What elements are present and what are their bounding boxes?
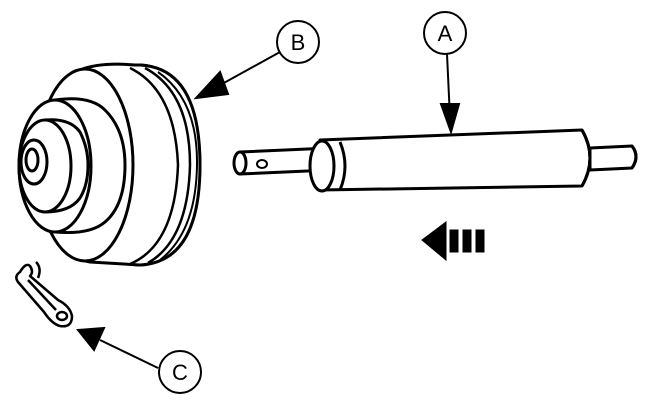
- shaft-main-body: [318, 128, 592, 192]
- callout-b-label: B: [291, 30, 306, 55]
- shaft-pin-hole: [256, 159, 268, 169]
- direction-arrow-icon: [421, 221, 485, 262]
- direction-arrow-bar-1: [449, 229, 459, 253]
- leader-arrowhead-a: [439, 103, 461, 136]
- callout-b-circle: [276, 20, 320, 64]
- shaft-assembly: [232, 128, 638, 193]
- shaft-small-end: [232, 150, 248, 176]
- cotter-pin-split: [27, 279, 57, 311]
- callout-c-label: C: [172, 360, 188, 385]
- leader-line-b: [221, 51, 281, 85]
- callout-a: A: [423, 11, 467, 55]
- pulley-bore-inner: [24, 147, 40, 173]
- cotter-pin-leg: [35, 261, 41, 279]
- leader-line-c: [99, 339, 159, 369]
- cotter-pin: [15, 261, 74, 328]
- pulley-groove-1: [129, 66, 180, 266]
- callout-c: C: [158, 350, 202, 394]
- direction-arrow-head: [421, 221, 447, 262]
- cotter-pin-eye: [55, 310, 69, 322]
- callout-c-circle: [158, 350, 202, 394]
- callout-a-circle: [423, 11, 467, 55]
- shaft-right-end: [630, 145, 638, 169]
- pulley-groove-2: [144, 66, 192, 265]
- pulley-assembly: [17, 62, 202, 267]
- shaft-collar: [338, 141, 347, 191]
- leader-arrowhead-c: [76, 326, 106, 352]
- leader-lines: [76, 51, 461, 369]
- direction-arrow-bar-3: [475, 229, 485, 253]
- callout-b: B: [276, 20, 320, 64]
- callout-a-label: A: [438, 21, 453, 46]
- leader-arrowhead-b: [193, 70, 230, 100]
- direction-arrow-bar-2: [462, 229, 472, 253]
- shaft-right-section: [588, 144, 638, 172]
- shaft-main-left-end: [308, 139, 336, 193]
- pulley-groove-3: [157, 71, 199, 261]
